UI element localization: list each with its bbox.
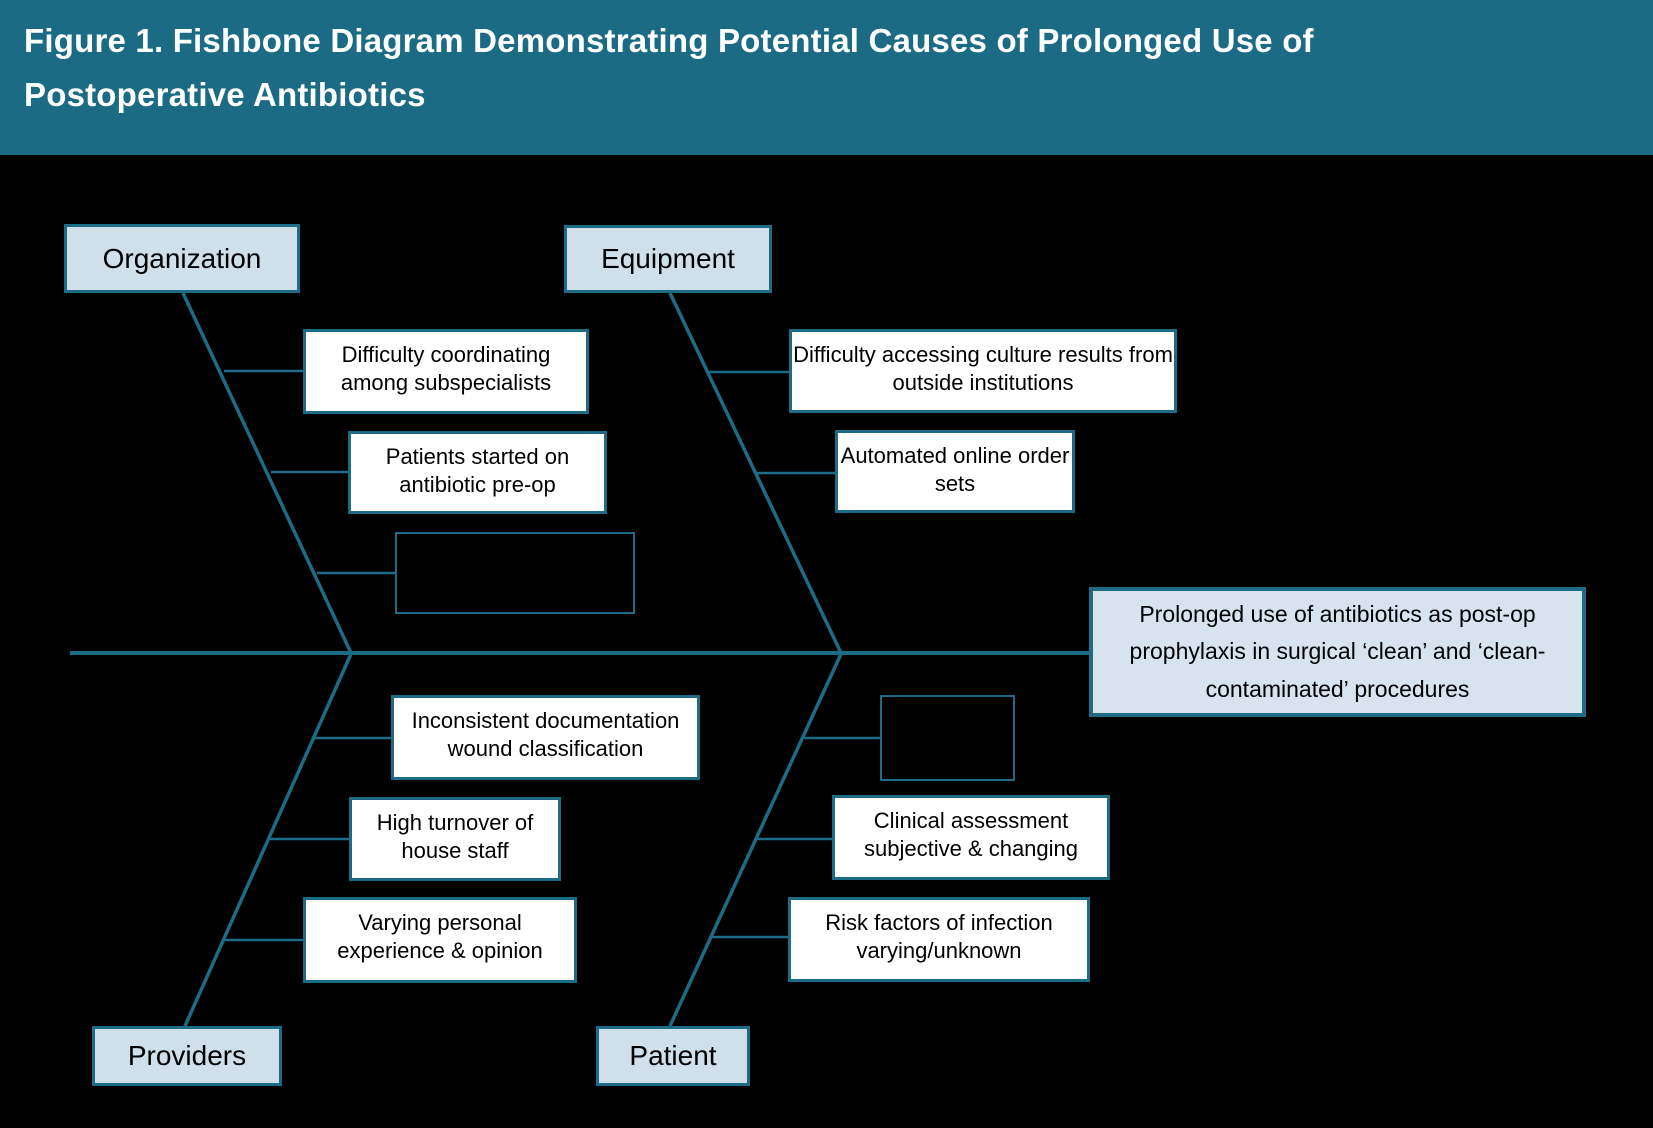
cause-box-varying-experience: Varying personal experience & opinion <box>303 897 577 983</box>
cause-box-patients-started-preop: Patients started on antibiotic pre-op <box>348 431 607 514</box>
category-box-organization: Organization <box>64 224 300 293</box>
branch-line-patient <box>668 653 843 1027</box>
cause-box-automated-order-sets: Automated online order sets <box>835 430 1075 513</box>
branch-line-organization <box>181 292 354 656</box>
diagram-canvas: Organization Equipment Providers Patient… <box>0 155 1653 1128</box>
figure-title-bar: Figure 1. Fishbone Diagram Demonstrating… <box>0 0 1653 155</box>
category-box-patient: Patient <box>596 1026 750 1086</box>
category-box-equipment: Equipment <box>564 225 772 293</box>
cause-box-culture-results-access: Difficulty accessing culture results fro… <box>789 329 1177 413</box>
cause-box-risk-factors: Risk factors of infection varying/unknow… <box>788 897 1090 982</box>
effect-box: Prolonged use of antibiotics as post-op … <box>1089 587 1586 717</box>
figure-title: Figure 1. Fishbone Diagram Demonstrating… <box>24 22 1314 114</box>
cause-box-empty-patient <box>880 695 1015 781</box>
cause-box-clinical-assessment: Clinical assessment subjective & changin… <box>832 795 1110 880</box>
cause-box-high-turnover: High turnover of house staff <box>349 797 561 881</box>
cause-box-difficulty-coordinating: Difficulty coordinating among subspecial… <box>303 329 589 414</box>
cause-box-inconsistent-documentation: Inconsistent documentation wound classif… <box>391 695 700 780</box>
cause-box-empty-organization <box>395 532 635 614</box>
category-box-providers: Providers <box>92 1026 282 1086</box>
fishbone-lines <box>70 292 1091 1027</box>
